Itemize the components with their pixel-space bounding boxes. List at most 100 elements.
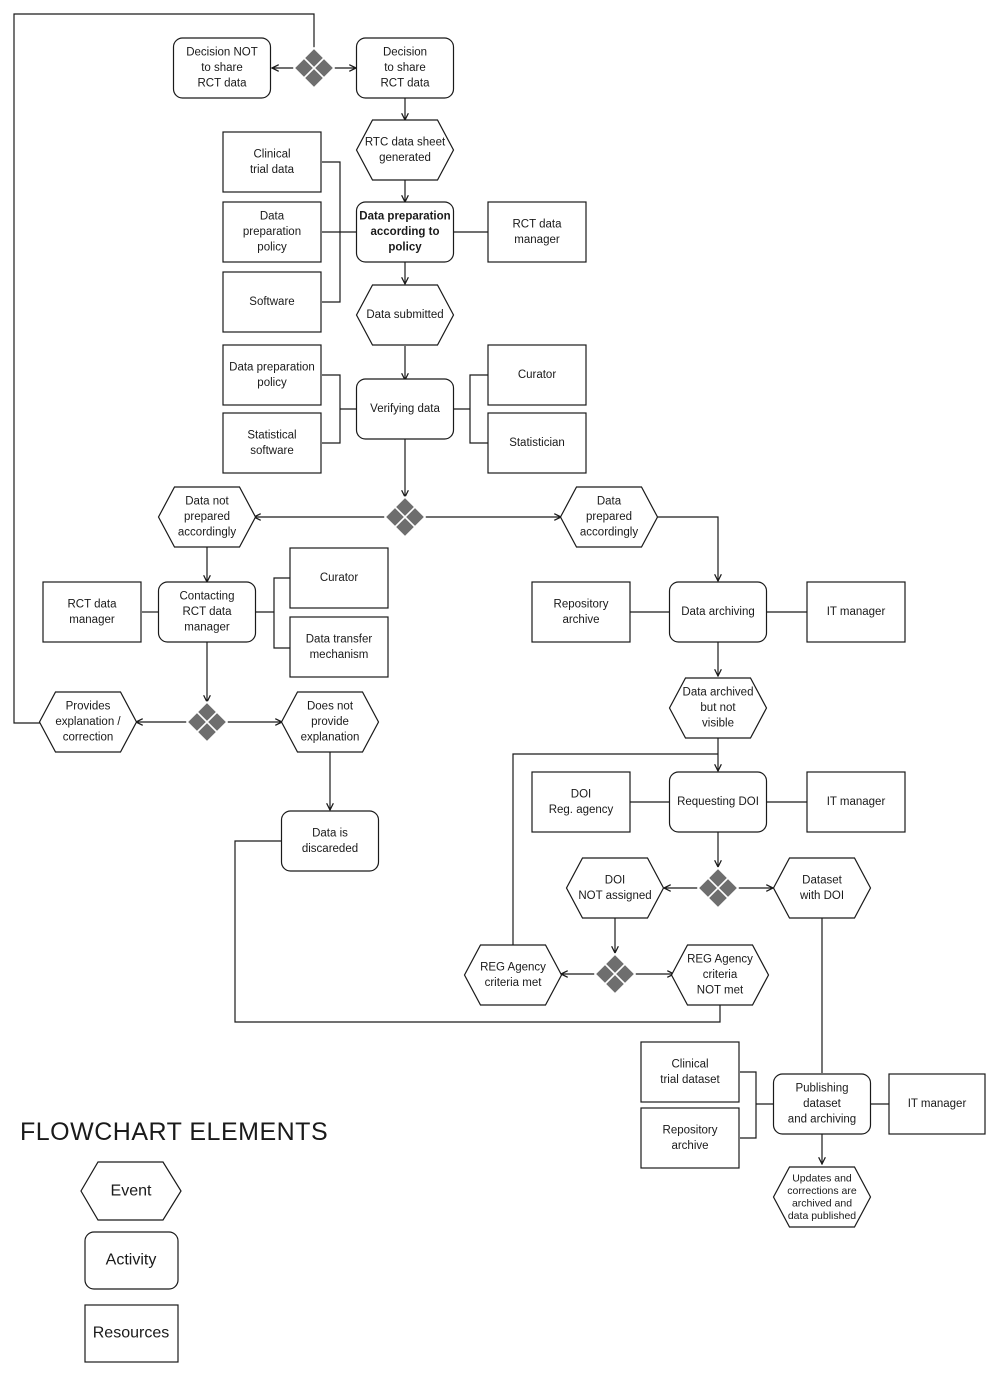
event-shape [463,944,563,1006]
activity-shape [668,581,768,643]
node-label: discareded [302,843,358,855]
node-label: Decision [383,47,427,59]
node-label: Statistician [509,437,565,449]
node-label: to share [201,62,243,74]
node-label: dataset [803,1098,842,1110]
gateway-diamond [696,866,740,910]
node-label: archive [671,1140,708,1152]
node-label: RCT data [512,218,562,230]
node-label: data published [788,1210,856,1222]
legend: FLOWCHART ELEMENTS Event Activity Resour… [20,1118,328,1363]
connector [454,374,488,444]
node-statistical-software: Statistical software [222,412,322,474]
node-label: trial dataset [660,1074,720,1086]
node-label: RCT data [182,606,232,618]
node-curator-1: Curator [487,344,587,406]
resource-shape [640,1041,740,1103]
node-label: RCT data [380,78,430,90]
node-label: Statistical [247,429,296,441]
node-label: Data [597,496,622,508]
node-label: explanation / [55,716,121,728]
event-shape [355,119,455,181]
node-data-archiving: Data archiving [668,581,768,643]
legend-event-shape [80,1161,182,1221]
connector [322,374,356,444]
event-shape [38,691,138,753]
node-label: Verifying data [370,403,440,415]
node-label: but not [700,702,736,714]
node-label: prepared [184,511,230,523]
node-label: Data not [185,496,229,508]
resource-shape [531,771,631,833]
connector [657,516,718,581]
node-it-manager-2: IT manager [806,771,906,833]
node-label: Data preparation [359,211,450,223]
resource-shape [487,201,587,263]
node-it-manager-1: IT manager [806,581,906,643]
node-label: and archiving [788,1114,856,1126]
node-label: archive [562,614,599,626]
node-data-discarded: Data is discareded [280,810,380,872]
node-label: visible [702,718,734,730]
node-label: Curator [320,572,359,584]
resource-shape [42,581,142,643]
event-shape [157,486,257,548]
node-label: provide [311,716,349,728]
node-label: Provides [66,701,111,713]
node-label: Updates and [792,1172,852,1184]
activity-shape [157,581,257,643]
connector [740,1071,773,1139]
node-label: REG Agency [480,961,546,973]
event-shape [772,857,872,919]
node-label: RTC data sheet [365,136,446,148]
node-label: manager [69,614,115,626]
event-shape [559,486,659,548]
node-label: Software [249,296,294,308]
node-verifying-data: Verifying data [355,378,455,440]
node-label: Data is [312,827,348,839]
node-label: Data [260,211,285,223]
node-label: Does not [307,701,354,713]
node-label: NOT assigned [578,890,651,902]
node-label: criteria met [485,977,543,989]
gateway-diamond [185,700,229,744]
activity-shape [355,378,455,440]
node-it-manager-3: IT manager [888,1073,986,1135]
event-shape [355,284,455,346]
node-label: IT manager [827,606,886,618]
node-label: software [250,445,293,457]
node-curator-2: Curator [289,547,389,609]
node-label: Clinical [253,148,290,160]
node-data-submitted: Data submitted [355,284,455,346]
node-label: REG Agency [687,954,753,966]
connector [322,161,356,303]
node-label: Curator [518,369,557,381]
node-label: according to [370,226,439,238]
node-label: policy [388,242,422,254]
node-label: archived and [792,1197,852,1209]
resource-shape [806,771,906,833]
node-reg-criteria-met: REG Agency criteria met [463,944,563,1006]
legend-activity-label: Activity [106,1252,157,1269]
node-label: RCT data [197,78,247,90]
activity-shape [355,201,455,263]
resource-shape [289,616,389,678]
resource-shape [222,344,322,406]
node-label: DOI [571,788,591,800]
legend-resources-label: Resources [93,1325,169,1342]
connectors [13,13,889,1164]
node-requesting-doi: Requesting DOI [668,771,768,833]
